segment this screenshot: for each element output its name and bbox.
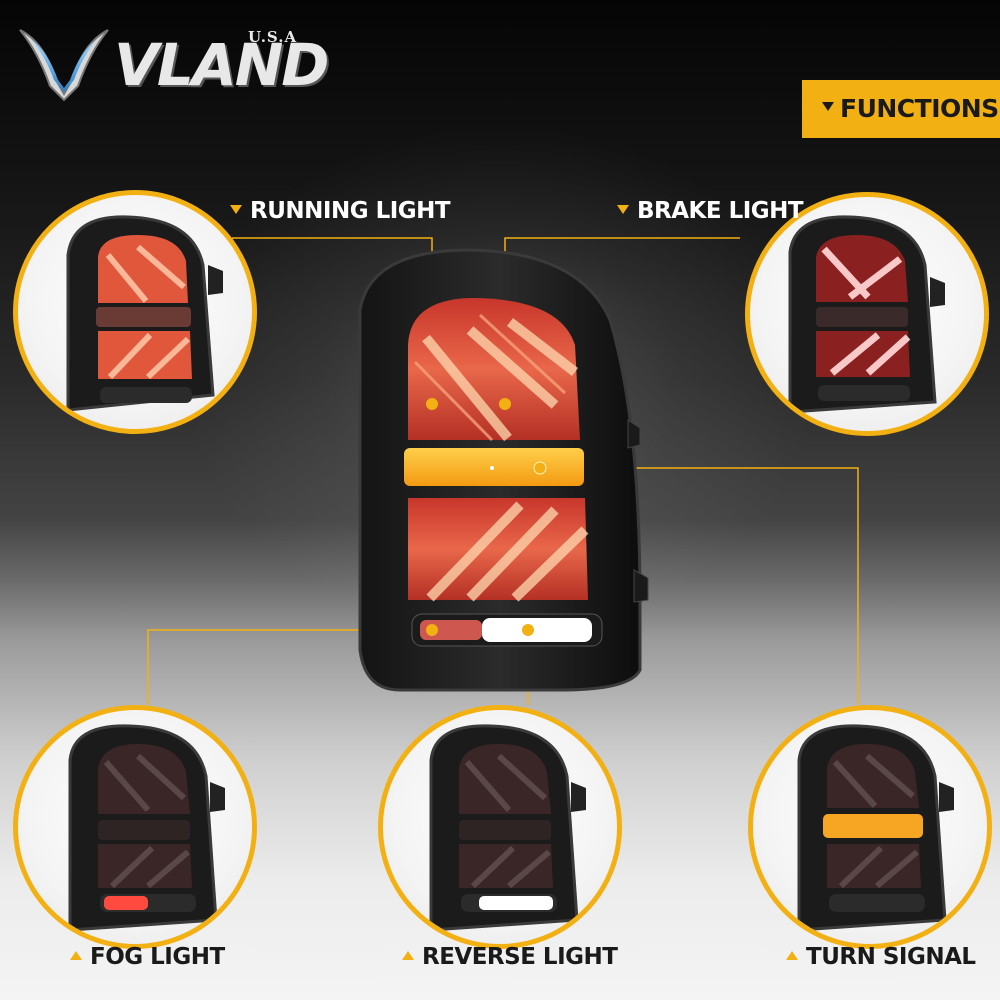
tail-light-reverse-thumb <box>429 724 586 932</box>
brand-region: U.S.A <box>248 28 298 46</box>
tail-light-running-thumb <box>66 215 223 412</box>
triangle-up-icon <box>70 951 82 960</box>
connector-fog <box>147 629 432 705</box>
connector-turn <box>540 467 859 705</box>
brand-logo: VLAND U.S.A <box>16 22 329 102</box>
brand-name: VLAND <box>114 31 329 99</box>
triangle-up-icon <box>786 951 798 960</box>
tail-light-fog-thumb <box>68 724 225 932</box>
label-turn-signal: TURN SIGNAL <box>786 944 976 970</box>
functions-badge: FUNCTIONS <box>802 80 1000 138</box>
functions-label: FUNCTIONS <box>840 94 999 123</box>
wing-emblem-icon <box>19 29 109 102</box>
triangle-up-icon <box>402 951 414 960</box>
detail-circle-brake <box>745 192 989 436</box>
tail-light-turn-thumb <box>797 724 954 932</box>
tail-light-brake-thumb <box>788 215 945 414</box>
triangle-down-icon <box>617 205 629 214</box>
detail-circle-running <box>13 190 257 434</box>
detail-circle-turn <box>748 705 992 949</box>
label-running-light: RUNNING LIGHT <box>230 198 451 224</box>
triangle-down-icon <box>230 205 242 214</box>
triangle-down-icon <box>822 102 834 111</box>
detail-circle-fog <box>13 705 257 949</box>
label-brake-light: BRAKE LIGHT <box>617 198 804 224</box>
detail-circle-reverse <box>378 705 622 949</box>
label-fog-light: FOG LIGHT <box>70 944 225 970</box>
label-reverse-light: REVERSE LIGHT <box>402 944 618 970</box>
